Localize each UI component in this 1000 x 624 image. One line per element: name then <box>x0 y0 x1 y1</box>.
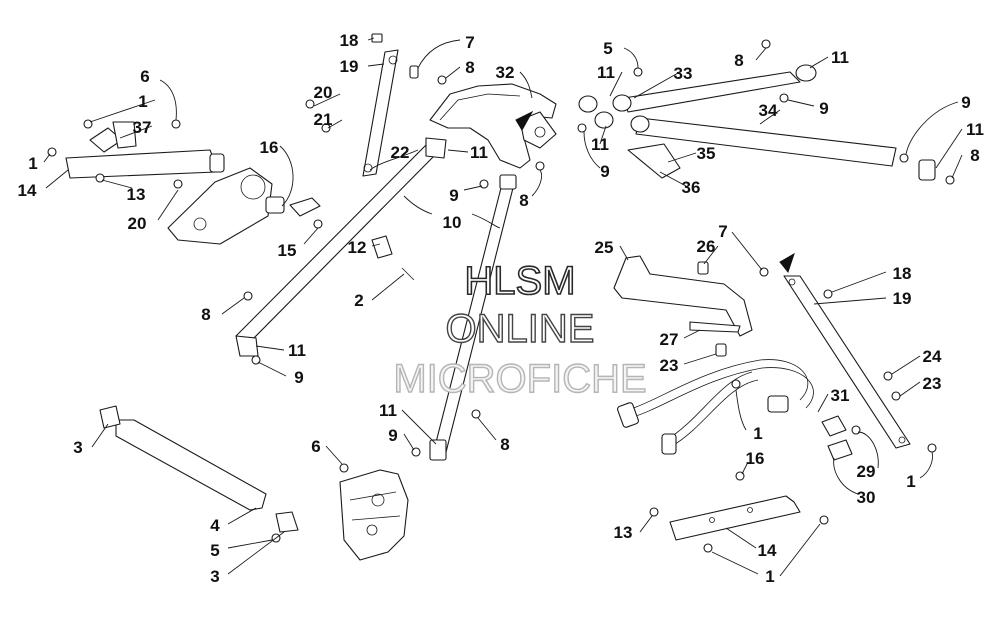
callout-number: 24 <box>923 347 942 366</box>
callout-number: 16 <box>260 138 279 157</box>
upper-right-tubes <box>578 64 936 181</box>
callout-number: 8 <box>734 51 743 70</box>
callout-number: 31 <box>831 386 850 405</box>
callout-number: 13 <box>127 185 146 204</box>
callout-number: 23 <box>923 374 942 393</box>
callout-number: 16 <box>746 449 765 468</box>
upper-left-bar <box>65 121 225 179</box>
callout-number: 15 <box>278 241 297 260</box>
callout-number: 5 <box>603 39 612 58</box>
lower-left-bar <box>99 405 299 533</box>
callout-number: 8 <box>500 435 509 454</box>
callout-number: 19 <box>893 289 912 308</box>
callout-number: 13 <box>614 523 633 542</box>
clamp <box>371 235 415 281</box>
watermark-line-3: MICROFICHE <box>393 357 646 401</box>
cable-harness <box>617 359 853 461</box>
lower-right-bar <box>669 495 801 541</box>
watermark-line-1: HLSM <box>464 259 575 303</box>
right-strap <box>779 252 911 449</box>
callout-number: 1 <box>765 567 774 586</box>
callout-number: 32 <box>496 63 515 82</box>
callout-number: 11 <box>379 401 397 420</box>
callout-number: 1 <box>138 92 147 111</box>
fasteners <box>47 39 955 553</box>
callout-number: 30 <box>857 488 876 507</box>
callout-number: 33 <box>674 64 693 83</box>
callout-number: 5 <box>210 541 219 560</box>
engine-bracket <box>339 469 409 561</box>
parts-layer <box>43 33 963 577</box>
watermark-line-2: ONLINE <box>446 307 595 351</box>
callout-number: 22 <box>391 143 410 162</box>
mount-bracket <box>613 255 753 357</box>
callout-number: 8 <box>201 305 210 324</box>
callout-number: 7 <box>465 33 474 52</box>
callout-number: 14 <box>18 181 37 200</box>
upper-strap <box>362 33 419 177</box>
callout-number: 9 <box>600 162 609 181</box>
callout-number: 8 <box>465 58 474 77</box>
callout-number: 9 <box>388 426 397 445</box>
callout-number: 12 <box>348 238 367 257</box>
callout-number: 1 <box>753 424 762 443</box>
callout-number: 27 <box>660 330 679 349</box>
callout-number: 25 <box>595 238 614 257</box>
callout-number: 11 <box>288 341 306 360</box>
callout-number: 11 <box>470 143 488 162</box>
top-hoop <box>429 83 557 169</box>
callout-number: 9 <box>449 186 458 205</box>
sprocket-plate <box>167 167 321 245</box>
callout-number: 4 <box>210 516 220 535</box>
leader-lines <box>43 37 963 577</box>
watermark: HLSM ONLINE MICROFICHE <box>393 258 648 402</box>
callout-number: 23 <box>660 356 679 375</box>
callout-number: 36 <box>682 178 701 197</box>
callout-number: 9 <box>961 93 970 112</box>
callout-number: 37 <box>133 118 152 137</box>
callout-number: 21 <box>314 110 333 129</box>
callout-number: 3 <box>210 567 219 586</box>
callout-number: 11 <box>966 120 984 139</box>
callout-number: 9 <box>819 99 828 118</box>
callout-number: 8 <box>970 146 979 165</box>
callout-number: 35 <box>697 144 716 163</box>
callout-number: 34 <box>759 101 778 120</box>
center-tube <box>429 174 517 461</box>
callout-number: 11 <box>591 135 609 154</box>
callout-number: 11 <box>597 63 615 82</box>
callout-number: 29 <box>857 462 876 481</box>
callout-number: 3 <box>73 438 82 457</box>
callout-number: 6 <box>311 437 320 456</box>
left-diagonal-tube <box>235 137 447 357</box>
callout-number: 1 <box>906 472 915 491</box>
callout-number: 10 <box>443 213 462 232</box>
callout-number: 20 <box>314 83 333 102</box>
callout-number: 6 <box>140 67 149 86</box>
callout-number: 8 <box>519 191 528 210</box>
callout-number: 18 <box>893 264 912 283</box>
callout-number: 2 <box>354 291 363 310</box>
callout-number: 20 <box>128 214 147 233</box>
callout-number: 11 <box>831 48 849 67</box>
callout-number: 1 <box>28 154 37 173</box>
callout-number: 7 <box>718 222 727 241</box>
callout-number: 9 <box>294 368 303 387</box>
callout-number: 19 <box>340 57 359 76</box>
callout-number: 14 <box>758 541 777 560</box>
callout-number: 18 <box>340 31 359 50</box>
callout-number: 26 <box>697 237 716 256</box>
